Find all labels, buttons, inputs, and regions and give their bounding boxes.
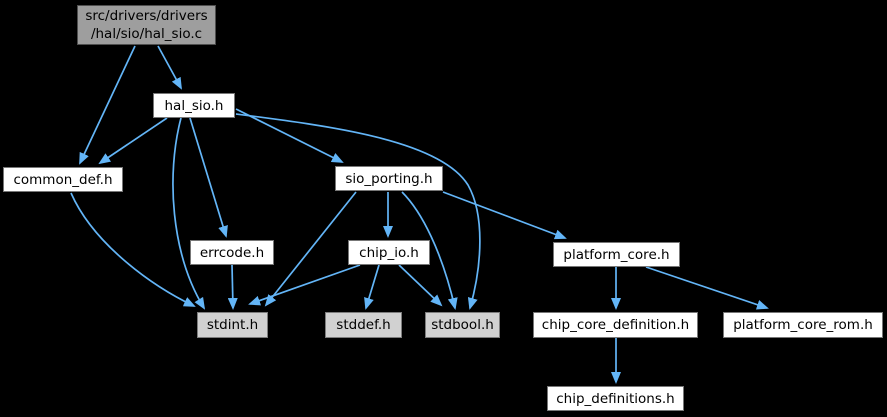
edge-sio_porting_h-platform_core_h [442,191,567,240]
node-stdint-h: stdint.h [197,312,268,338]
edge-platform_core_h-platform_core_rom_h [645,266,769,310]
node-stdbool-h: stdbool.h [425,312,500,338]
node-chip-core-definition-h[interactable]: chip_core_definition.h [533,312,698,338]
edge-errcode_h-stdint_h [227,264,238,310]
edge-hal_sio_h-sio_porting_h [235,108,344,163]
edge-chip_io_h-stddef_h [364,264,380,310]
edge-chip_io_h-stdint_h [248,264,361,306]
edge-hal_sio_h-errcode_h [189,117,228,238]
node-hal-sio-c: src/drivers/drivers /hal/sio/hal_sio.c [77,5,216,45]
node-stddef-h: stddef.h [325,312,402,338]
edge-chip_io_h-stdbool_h [398,264,443,307]
node-sio-porting-h[interactable]: sio_porting.h [335,166,443,191]
node-common-def-h[interactable]: common_def.h [3,167,123,192]
node-platform-core-rom-h[interactable]: platform_core_rom.h [723,312,883,338]
edge-hal_sio_h-common_def_h [98,117,168,165]
edge-common_def_h-stdint_h [70,192,196,307]
edge-sio_porting_h-stdint_h [264,191,357,307]
edge-hal_sio_c-common_def_h [79,45,136,165]
node-hal-sio-h[interactable]: hal_sio.h [153,93,235,118]
edge-hal_sio_c-hal_sio_h [157,45,182,90]
edge-sio_porting_h-stdbool_h [401,191,458,310]
edge-hal_sio_h-stdbool_h [235,113,481,310]
edge-hal_sio_h-stdint_h [172,117,206,310]
node-platform-core-h[interactable]: platform_core.h [553,242,680,267]
node-chip-io-h[interactable]: chip_io.h [348,240,430,265]
node-chip-definitions-h[interactable]: chip_definitions.h [547,386,684,411]
node-errcode-h[interactable]: errcode.h [190,240,274,265]
